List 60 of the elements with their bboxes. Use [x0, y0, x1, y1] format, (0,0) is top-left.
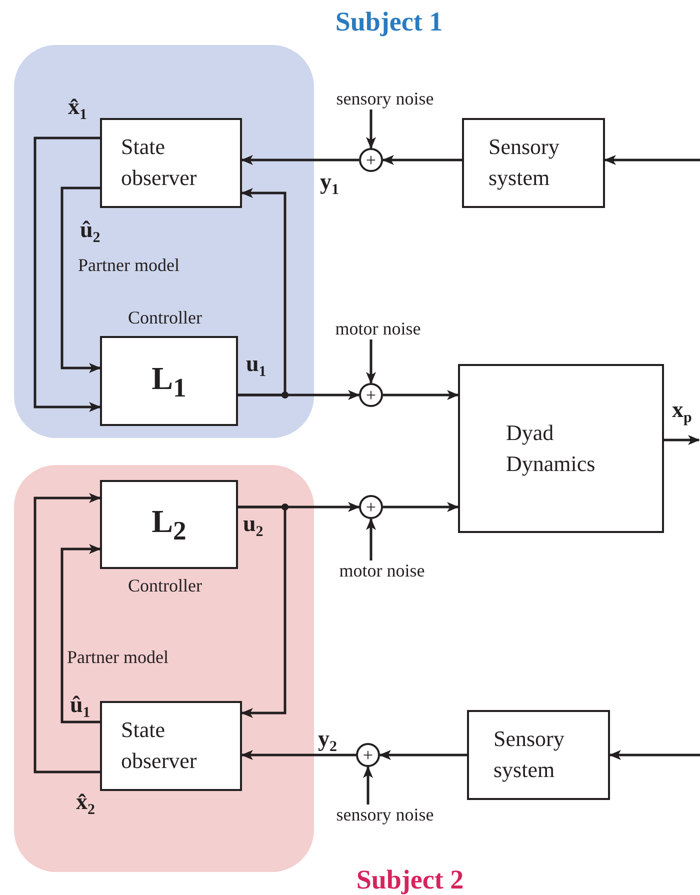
- plus-sign: +: [362, 746, 374, 764]
- noise-label: motor noise: [335, 318, 421, 340]
- arrow: [604, 155, 700, 165]
- summing-junction: [359, 148, 383, 172]
- note-label: Partner model: [78, 255, 180, 276]
- signal-label: y$_{1}$: [320, 170, 339, 198]
- arrow: [664, 435, 700, 445]
- block-caption: Controller: [128, 308, 202, 328]
- arrow: [34, 136, 101, 412]
- arrow: [241, 155, 359, 165]
- plus-sign: +: [366, 498, 376, 516]
- arrow: [238, 506, 286, 718]
- arrow: [382, 155, 462, 165]
- note-label: Partner model: [67, 647, 168, 668]
- block: [458, 364, 664, 533]
- block-label: State observer: [121, 716, 198, 775]
- arrow: [383, 390, 459, 400]
- noise-label: motor noise: [339, 560, 425, 582]
- plus-sign: +: [366, 386, 376, 404]
- arrow: [238, 188, 286, 396]
- block-label: Sensory system: [494, 725, 566, 784]
- summing-junction: [356, 743, 380, 767]
- signal-label: û$_{2}$: [80, 218, 100, 246]
- arrow: [379, 750, 467, 760]
- noise-label: sensory noise: [336, 88, 434, 110]
- arrow: [383, 502, 459, 512]
- arrow: [60, 544, 101, 724]
- signal-label: x̂$_{2}$: [76, 790, 95, 818]
- block: [100, 336, 238, 426]
- signal-label: x̂$_{1}$: [68, 95, 87, 123]
- block-caption: Controller: [128, 576, 202, 596]
- summing-junction: [359, 383, 383, 407]
- arrow: [366, 110, 376, 149]
- panel-title: Subject 2: [356, 864, 464, 895]
- signal-label: û$_{1}$: [70, 693, 90, 721]
- noise-label: sensory noise: [336, 804, 434, 826]
- signal-label: x$_{p}$: [672, 398, 692, 426]
- block: [462, 118, 605, 208]
- block-label: Dyad Dynamics: [506, 418, 596, 478]
- panel-title: Subject 1: [335, 6, 443, 38]
- arrow: [34, 493, 101, 774]
- arrow: [241, 750, 356, 760]
- summing-junction: [359, 495, 383, 519]
- block-label: L$_{1}$: [152, 358, 186, 404]
- signal-label: y$_{2}$: [318, 727, 337, 755]
- block-label: Sensory system: [488, 133, 560, 192]
- block: [100, 118, 242, 208]
- block: [467, 710, 610, 800]
- block-label: State observer: [121, 133, 198, 192]
- signal-label: u$_{1}$: [246, 352, 266, 380]
- arrow: [363, 766, 373, 804]
- arrow: [366, 340, 376, 384]
- arrow: [60, 186, 101, 373]
- signal-label: u$_{2}$: [243, 512, 264, 540]
- block: [100, 480, 238, 569]
- block: [100, 701, 242, 791]
- arrow: [609, 750, 700, 760]
- plus-sign: +: [366, 151, 376, 169]
- arrow: [366, 518, 376, 560]
- block-label: L$_{2}$: [152, 502, 186, 548]
